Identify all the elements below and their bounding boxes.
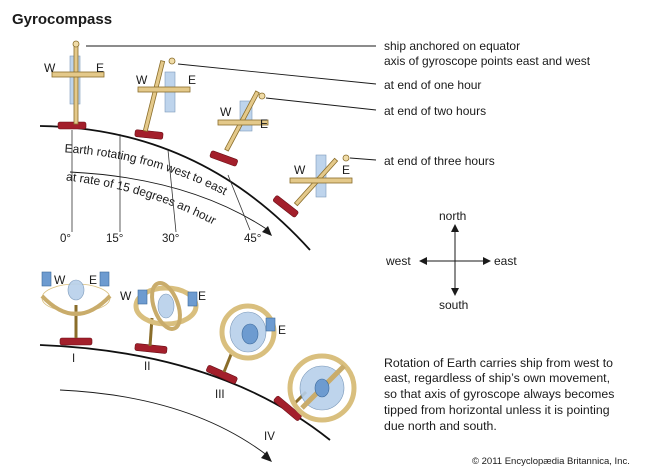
gyro3-west-letter: W	[294, 163, 306, 177]
compass-rose	[419, 224, 491, 296]
degree-label-45: 45°	[244, 233, 261, 245]
description-line-5: due north and south.	[384, 419, 497, 433]
compass-east-label: east	[494, 254, 517, 268]
description-line-3: so that axis of gyroscope always becomes	[384, 387, 614, 401]
gyroscope-stage-3	[206, 303, 277, 384]
gyro2-west-letter: W	[220, 105, 232, 119]
description-paragraph: Rotation of Earth carries ship from west…	[384, 356, 614, 433]
stage1-label: I	[72, 353, 75, 365]
stage2-east-letter: E	[198, 289, 206, 303]
compass-south-label: south	[439, 298, 468, 312]
stage1-west-letter: W	[54, 273, 66, 287]
callout-anchored: ship anchored on equator	[384, 39, 520, 53]
callout-leaders	[86, 45, 377, 161]
stage1-east-letter: E	[89, 273, 97, 287]
rotation-arrow	[69, 171, 272, 236]
compass-north-label: north	[439, 209, 466, 223]
callout-axis-east-west: axis of gyroscope points east and west	[384, 54, 591, 68]
gyro1-west-letter: W	[136, 73, 148, 87]
callout-one-hour: at end of one hour	[384, 78, 481, 92]
stage4-label: IV	[264, 431, 275, 443]
copyright: © 2011 Encyclopædia Britannica, Inc.	[472, 456, 630, 467]
description-line-4: tipped from horizontal unless it is poin…	[384, 403, 610, 417]
gyroscope-stage-1	[40, 271, 112, 346]
diagram-title: Gyrocompass	[12, 11, 112, 28]
gyro3-east-letter: E	[342, 163, 350, 177]
stage2-west-letter: W	[120, 289, 132, 303]
degree-label-0: 0°	[60, 233, 71, 245]
gyroscope-stage-2	[133, 281, 199, 354]
gyroscope-position-0	[51, 40, 105, 130]
gyro0-west-letter: W	[44, 61, 56, 75]
stage2-label: II	[144, 361, 150, 373]
description-line-2: east, regardless of ship’s own movement,	[384, 371, 610, 385]
callout-two-hours: at end of two hours	[384, 104, 486, 118]
gyro0-east-letter: E	[96, 61, 104, 75]
degree-label-30: 30°	[162, 233, 179, 245]
description-line-1: Rotation of Earth carries ship from west…	[384, 356, 613, 370]
stage3-label: III	[215, 389, 225, 401]
degree-label-15: 15°	[106, 233, 123, 245]
gyro1-east-letter: E	[188, 73, 196, 87]
degree-ticks	[71, 130, 251, 233]
earth-surface-bottom	[39, 344, 331, 441]
gyroscope-position-3	[273, 154, 353, 218]
gyroscope-stage-4	[273, 353, 357, 423]
gyroscope-position-1	[134, 57, 191, 140]
gyro2-east-letter: E	[260, 117, 268, 131]
stage3-east-letter: E	[278, 323, 286, 337]
compass-west-label: west	[385, 254, 411, 268]
callout-three-hours: at end of three hours	[384, 154, 495, 168]
gyroscope-position-2	[209, 90, 269, 167]
bottom-rotation-arrow	[59, 389, 272, 462]
